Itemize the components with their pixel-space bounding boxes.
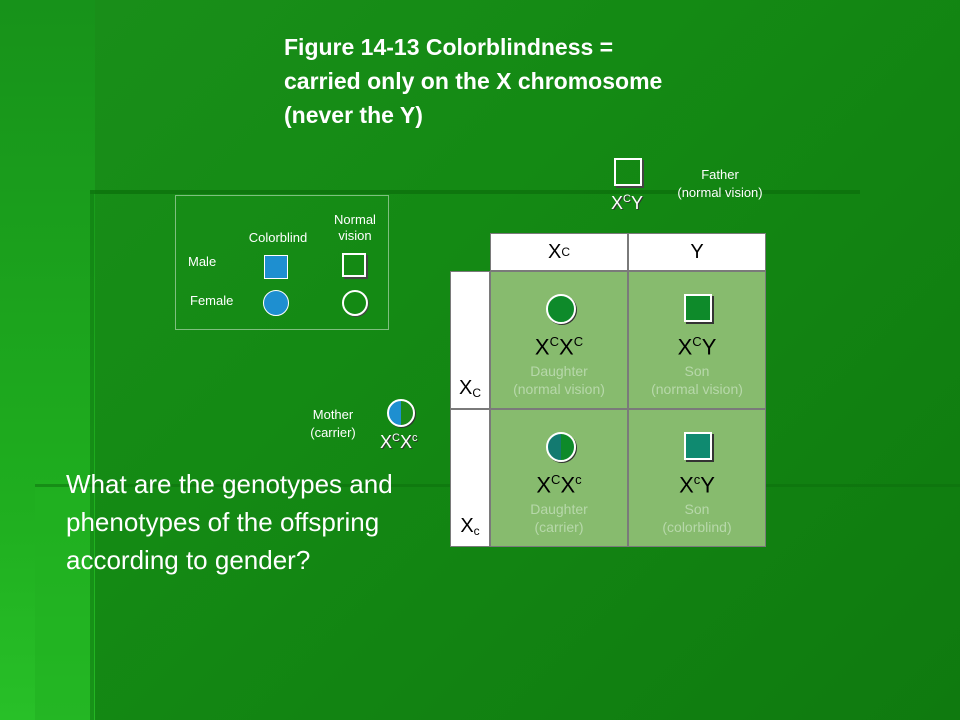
father-male-symbol	[614, 158, 642, 186]
legend-colorblind-header: Colorblind	[248, 230, 308, 245]
legend-female-label: Female	[190, 293, 234, 308]
col-header-y-father: Y	[628, 233, 766, 271]
father-genotype: XCY	[611, 193, 643, 213]
divider-top	[90, 190, 860, 194]
legend-male-label: Male	[188, 254, 217, 269]
offspring-label-line-1: Son	[684, 501, 710, 517]
female-carrier-symbol	[546, 432, 576, 462]
title-line-3: (never the Y)	[284, 102, 423, 128]
offspring-phenotype: Daughter (normal vision)	[491, 362, 627, 398]
background-lower-band	[35, 480, 95, 720]
legend-colorblind-female-circle	[263, 290, 289, 316]
offspring-genotype: XCXc	[536, 472, 582, 498]
male-normal-symbol	[684, 294, 712, 322]
mother-label-line-1: Mother	[312, 407, 354, 422]
mother-genotype: XCXc	[380, 432, 418, 452]
title-line-1: Figure 14-13 Colorblindness =	[284, 34, 614, 60]
offspring-daughter-carrier: XCXc Daughter (carrier)	[490, 409, 628, 547]
offspring-label-line-1: Son	[684, 363, 710, 379]
offspring-label-line-1: Daughter	[530, 363, 588, 379]
offspring-phenotype: Son (normal vision)	[629, 362, 765, 398]
offspring-daughter-normal: XCXC Daughter (normal vision)	[490, 271, 628, 409]
offspring-label-line-2: (colorblind)	[662, 519, 732, 535]
mother-label-line-2: (carrier)	[310, 425, 356, 440]
legend-box: Colorblind Normal vision Male Female	[175, 195, 389, 330]
offspring-label-line-1: Daughter	[530, 501, 588, 517]
offspring-son-normal: XCY Son (normal vision)	[628, 271, 766, 409]
legend-normal-header: Normal vision	[324, 212, 386, 244]
offspring-genotype: XCXC	[534, 334, 584, 360]
legend-colorblind-male-square	[264, 255, 288, 279]
offspring-genotype: XcY	[679, 472, 715, 498]
offspring-label-line-2: (carrier)	[534, 519, 584, 535]
legend-normal-female-circle	[342, 290, 368, 316]
offspring-genotype: XCY	[677, 334, 717, 360]
male-colorblind-symbol	[684, 432, 712, 460]
legend-normal-line-1: Normal	[334, 212, 376, 227]
legend-normal-male-square	[342, 253, 366, 277]
title-line-2: carried only on the X chromosome	[284, 68, 663, 94]
slide-title: Figure 14-13 Colorblindness = carried on…	[284, 30, 844, 132]
offspring-phenotype: Son (colorblind)	[629, 500, 765, 536]
offspring-son-colorblind: XcY Son (colorblind)	[628, 409, 766, 547]
father-label-line-2: (normal vision)	[677, 185, 763, 200]
legend-normal-line-2: vision	[338, 228, 372, 243]
divider-left	[90, 190, 94, 720]
offspring-label-line-2: (normal vision)	[651, 381, 743, 397]
mother-label: Mother (carrier)	[298, 406, 368, 442]
offspring-label-line-2: (normal vision)	[513, 381, 605, 397]
mother-carrier-symbol	[387, 399, 415, 427]
offspring-phenotype: Daughter (carrier)	[491, 500, 627, 536]
question-text: What are the genotypes and phenotypes of…	[66, 469, 393, 575]
female-normal-symbol	[546, 294, 576, 324]
father-label: Father (normal vision)	[655, 166, 785, 202]
father-label-line-1: Father	[701, 167, 739, 182]
